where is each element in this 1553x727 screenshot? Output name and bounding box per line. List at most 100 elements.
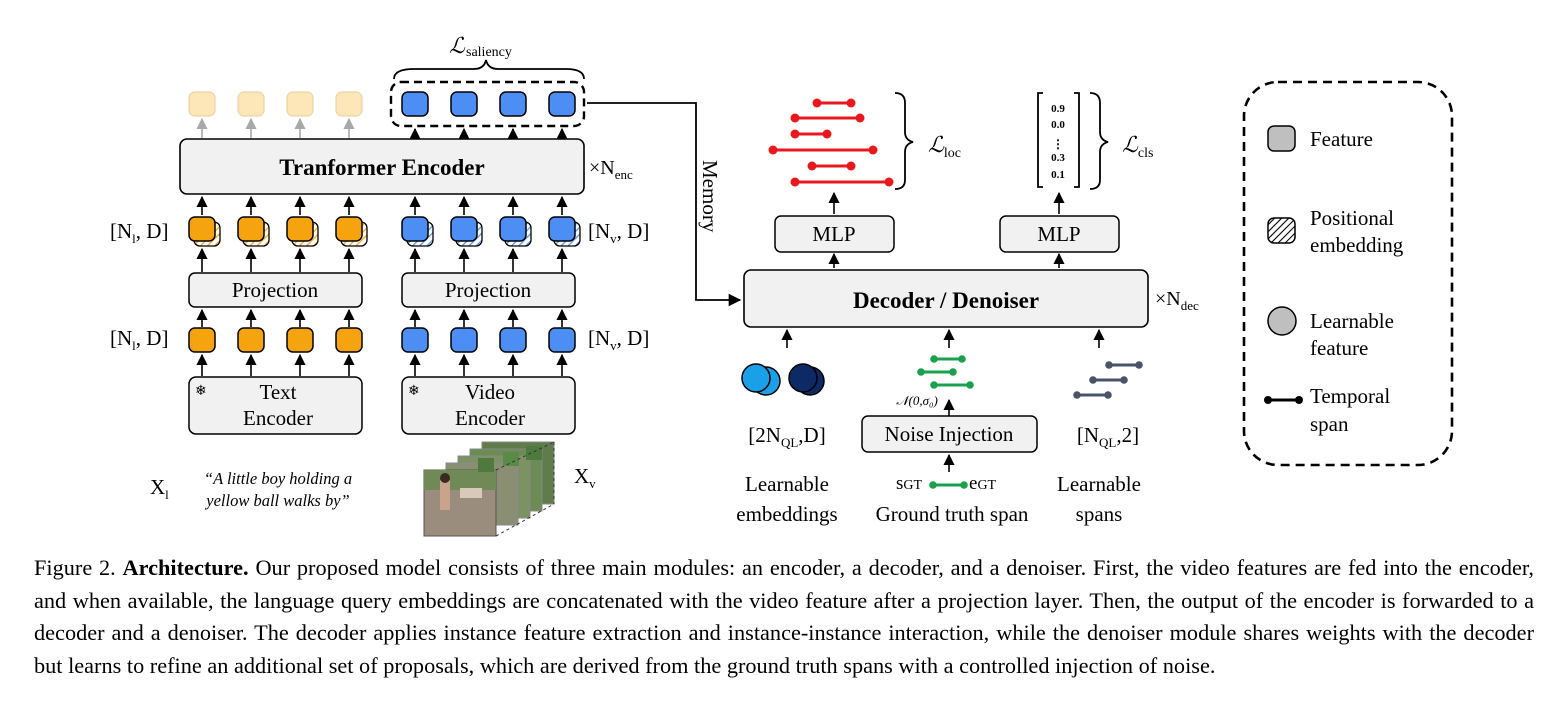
video-output-feature-2 xyxy=(450,91,478,117)
mlp-localization: MLP xyxy=(774,215,895,253)
video-projection: Projection xyxy=(401,272,576,308)
learnable-span-1 xyxy=(1105,361,1143,369)
projected-text-feature-4 xyxy=(335,216,368,247)
gt-span-start-dot xyxy=(929,481,937,489)
ground-truth-span-label: Ground truth span xyxy=(876,502,1029,526)
score-bracket-right xyxy=(1074,92,1080,188)
projected-video-feature-4 xyxy=(548,216,581,247)
normal-distribution-label: 𝒩(0,σ₀) xyxy=(896,393,938,408)
loc-brace xyxy=(894,92,914,190)
transformer-encoder: Tranformer Encoder ×Nenc xyxy=(179,138,633,195)
class-score-4: 0.1 xyxy=(1051,169,1065,181)
text-encoder-label-line2: Encoder xyxy=(243,406,313,430)
embedding-circle-dark-front xyxy=(788,363,818,393)
embedding-circle-light-front xyxy=(741,363,771,393)
raw-video-feature-4 xyxy=(548,327,576,353)
class-score-2: 0.0 xyxy=(1051,119,1065,131)
legend-learnable-label-line1: Learnable xyxy=(1310,309,1394,333)
faded-feature-1 xyxy=(188,91,216,117)
class-scores: 0.9 0.0 ⋮ 0.3 0.1 xyxy=(1037,92,1080,188)
legend-feature-label: Feature xyxy=(1310,127,1373,151)
loc-loss: ℒloc xyxy=(928,132,961,161)
caption-title: Architecture. xyxy=(122,555,249,580)
legend: Feature Positional embedding Learnable f… xyxy=(1242,80,1454,467)
mlp-left-label: MLP xyxy=(812,222,855,246)
query-text-line2: yellow ball walks by” xyxy=(204,491,349,510)
end-gt-label: eGT xyxy=(969,473,997,494)
architecture-diagram: ℒ saliency Memory Tranformer Encoder ×Ne… xyxy=(110,33,1454,537)
encoder-repeat-label: ×Nenc xyxy=(589,157,633,182)
cls-brace xyxy=(1089,92,1109,190)
faded-feature-3 xyxy=(286,91,314,117)
raw-text-feature-2 xyxy=(237,327,265,353)
projected-video-feature-2 xyxy=(450,216,483,247)
saliency-loss: ℒ saliency xyxy=(393,33,585,80)
video-projection-label: Projection xyxy=(445,278,532,302)
noise-injection: Noise Injection xyxy=(861,415,1038,453)
text-projected-dim-label: [Nl, D] xyxy=(110,219,168,246)
predicted-span-5 xyxy=(807,161,856,171)
legend-positional-label-line2: embedding xyxy=(1310,233,1404,257)
video-output-feature-1 xyxy=(401,91,429,117)
video-frames-image xyxy=(423,441,555,537)
decoder-denoiser-label: Decoder / Denoiser xyxy=(853,288,1039,313)
noisy-spans xyxy=(917,355,974,389)
text-encoder-label-line1: Text xyxy=(259,380,296,404)
text-projection-box xyxy=(188,272,363,308)
mlp-left-box xyxy=(774,215,895,253)
class-score-3: 0.3 xyxy=(1051,152,1065,164)
legend-feature-swatch xyxy=(1267,125,1296,152)
mlp-right-box xyxy=(999,215,1120,253)
faded-output-features xyxy=(188,91,363,138)
noisy-span-1 xyxy=(930,355,966,363)
encoder-output-arrows xyxy=(196,353,568,376)
saliency-brace xyxy=(393,59,585,80)
video-encoder-label-line1: Video xyxy=(465,380,515,404)
raw-video-feature-3 xyxy=(499,327,527,353)
encoder-input-arrows xyxy=(196,195,568,215)
legend-learnable-label-line2: feature xyxy=(1310,336,1368,360)
text-projection-label: Projection xyxy=(232,278,319,302)
predicted-spans xyxy=(768,98,894,187)
predicted-span-3 xyxy=(790,129,832,139)
video-output-feature-4 xyxy=(548,91,576,117)
projected-video-feature-3 xyxy=(499,216,532,247)
learnable-span-2 xyxy=(1089,376,1128,384)
saliency-output-features xyxy=(389,80,586,140)
transformer-encoder-label: Tranformer Encoder xyxy=(279,155,484,180)
learnable-spans-label-line2: spans xyxy=(1076,502,1123,526)
legend-positional-label-line1: Positional xyxy=(1310,206,1394,230)
projection-output-arrows xyxy=(196,247,568,272)
video-encoder-label-line2: Encoder xyxy=(455,406,525,430)
faded-feature-2 xyxy=(237,91,265,117)
figure-caption: Figure 2. Architecture. Our proposed mod… xyxy=(34,552,1534,682)
video-raw-dim-label: [Nv, D] xyxy=(588,326,649,353)
text-input-symbol: Xl xyxy=(150,475,169,502)
video-encoder-box xyxy=(401,376,576,435)
text-encoder-box xyxy=(188,376,363,435)
gt-span-end-dot xyxy=(960,481,968,489)
raw-video-features xyxy=(401,327,576,353)
noise-injection-box xyxy=(861,415,1038,453)
learnable-span-3 xyxy=(1073,391,1112,399)
video-projected-dim-label: [Nv, D] xyxy=(588,219,649,246)
projected-video-features xyxy=(401,216,581,247)
spans-dim-label: [NQL,2] xyxy=(1077,423,1139,450)
mlp-right-label: MLP xyxy=(1037,222,1080,246)
class-score-1: 0.9 xyxy=(1051,103,1065,115)
text-encoder: ❄ Text Encoder xyxy=(188,376,363,435)
predicted-span-4 xyxy=(768,145,878,155)
legend-temporal-swatch-start xyxy=(1264,396,1272,404)
cls-loss: ℒcls xyxy=(1122,132,1153,161)
learnable-embeddings-icon xyxy=(741,363,825,396)
learnable-embeddings-label-line2: embeddings xyxy=(736,502,837,526)
legend-temporal-label-line2: span xyxy=(1310,412,1349,436)
embeddings-dim-label: [2NQL,D] xyxy=(748,423,825,450)
legend-temporal-swatch-end xyxy=(1295,396,1303,404)
saliency-dashed-box xyxy=(389,80,586,128)
raw-text-features xyxy=(188,327,363,353)
mlp-classification: MLP xyxy=(999,215,1120,253)
snowflake-icon: ❄ xyxy=(195,384,207,399)
query-text-line1: “A little boy holding a xyxy=(204,469,352,488)
memory-label: Memory xyxy=(698,160,722,233)
